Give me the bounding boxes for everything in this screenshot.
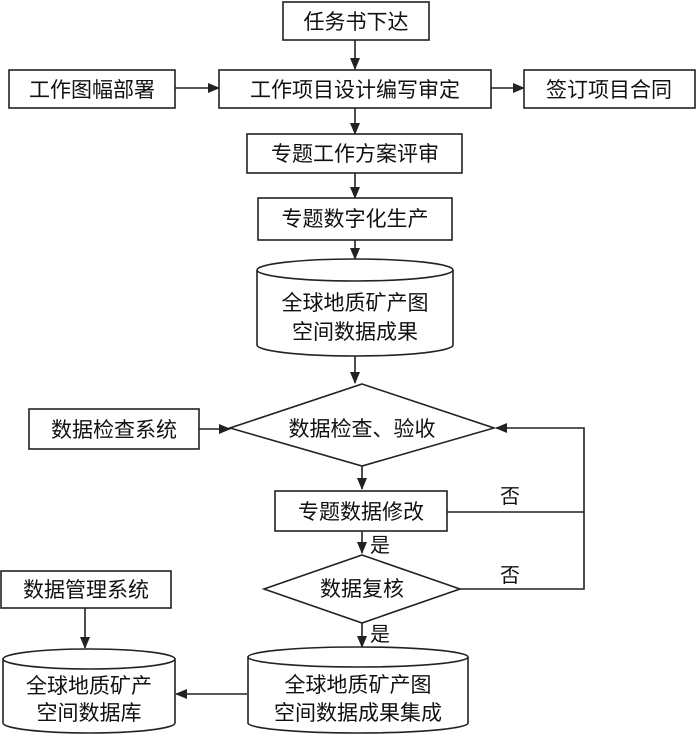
data-check-system-box — [28, 408, 200, 450]
data-recheck-label: 数据复核 — [320, 577, 404, 601]
spatial-results-label-2: 空间数据成果 — [292, 320, 418, 344]
thematic-review-label: 专题工作方案评审 — [271, 142, 439, 166]
spatial-results-cylinder — [256, 258, 454, 357]
spatial-results-integrated-label-1: 全球地质矿产图 — [285, 673, 432, 697]
work-sheet-deploy-label: 工作图幅部署 — [29, 78, 155, 102]
task-issued-box — [282, 1, 430, 41]
data-recheck-diamond — [261, 554, 463, 624]
data-check-accept-label: 数据检查、验收 — [289, 417, 436, 441]
spatial-results-integrated-label-2: 空间数据成果集成 — [274, 701, 442, 725]
edge-label-no-recheck: 否 — [500, 563, 520, 587]
thematic-data-modify-box — [274, 490, 448, 532]
edge-label-yes-modify: 是 — [370, 533, 390, 557]
sign-contract-box — [523, 69, 696, 109]
task-issued-label: 任务书下达 — [304, 10, 409, 34]
spatial-database-label-2: 空间数据库 — [37, 701, 142, 725]
edge-recheck-feedback — [460, 423, 585, 590]
data-check-system-label: 数据检查系统 — [51, 418, 177, 442]
edge-label-yes-recheck: 是 — [370, 622, 390, 646]
project-design-box — [218, 69, 492, 109]
edge-label-no-modify: 否 — [500, 484, 520, 508]
work-sheet-deploy-box — [8, 69, 176, 109]
thematic-review-box — [246, 133, 463, 174]
spatial-results-integrated-cylinder — [247, 646, 469, 734]
spatial-results-label-1: 全球地质矿产图 — [282, 291, 429, 315]
thematic-data-modify-label: 专题数据修改 — [298, 500, 424, 524]
data-management-system-box — [0, 570, 172, 609]
data-check-accept-diamond — [227, 383, 497, 467]
digital-production-label: 专题数字化生产 — [282, 207, 429, 231]
spatial-database-label-1: 全球地质矿产 — [26, 674, 152, 698]
spatial-database-cylinder — [2, 648, 176, 734]
digital-production-box — [257, 197, 453, 241]
data-management-system-label: 数据管理系统 — [23, 578, 149, 602]
sign-contract-label: 签订项目合同 — [546, 78, 672, 102]
project-design-label: 工作项目设计编写审定 — [250, 78, 460, 102]
